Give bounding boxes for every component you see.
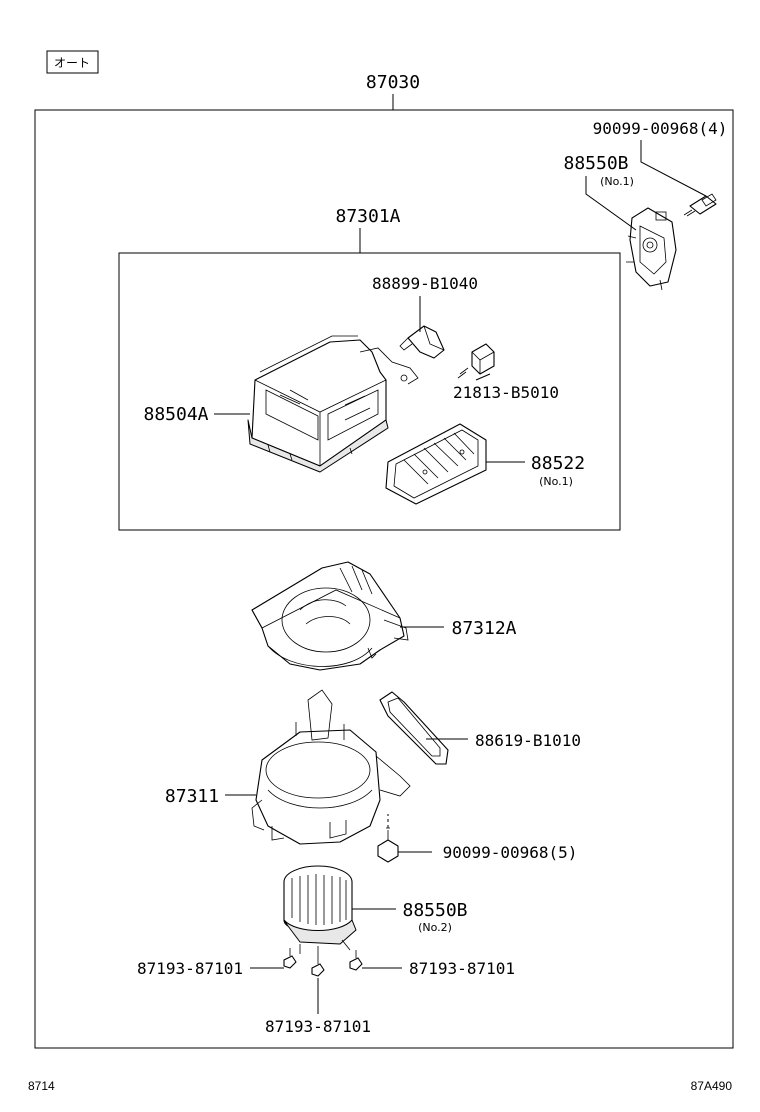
servo-motor-no1 [626, 207, 677, 291]
label-87193-87101-right: 87193-87101 [409, 959, 515, 978]
auto-tag-label: オート [54, 56, 90, 70]
label-90099-00968-4: 90099-00968(4) [593, 119, 728, 138]
label-88550B-no1: 88550B [563, 153, 628, 174]
auto-tag: オート [46, 50, 99, 74]
label-88522: 88522 [531, 453, 585, 474]
label-88899-B1040: 88899-B1040 [372, 274, 478, 293]
footer-right-code: 87A490 [691, 1079, 733, 1093]
label-88550B-no1-sub: (No.1) [600, 175, 634, 188]
label-87030: 87030 [366, 72, 420, 93]
label-87301A: 87301A [335, 206, 400, 227]
screw-87193-bottom [311, 958, 325, 977]
label-88504A: 88504A [143, 404, 208, 425]
blower-case-87311 [251, 689, 411, 845]
label-87311: 87311 [165, 786, 219, 807]
blower-motor-no2 [283, 865, 357, 958]
label-87193-87101-left: 87193-87101 [137, 959, 243, 978]
label-88522-sub: (No.1) [539, 475, 573, 488]
screw-90099-00968-middle [377, 827, 399, 863]
connector-88899-B1040 [399, 325, 445, 359]
label-88619-B1010: 88619-B1010 [475, 731, 581, 750]
label-88550B-no2: 88550B [402, 900, 467, 921]
seal-88619-B1010 [379, 691, 449, 765]
blower-case-87312A [251, 561, 409, 671]
resistor-21813-B5010 [457, 343, 495, 379]
footer-left-code: 8714 [28, 1079, 55, 1093]
subassembly-frame-87301A [118, 252, 621, 531]
label-88550B-no2-sub: (No.2) [418, 921, 452, 934]
screw-87193-right [349, 950, 363, 971]
label-87312A: 87312A [451, 618, 516, 639]
label-21813-B5010: 21813-B5010 [453, 383, 559, 402]
assembly-frame-87030 [34, 109, 734, 1049]
label-90099-00968-5: 90099-00968(5) [443, 843, 578, 862]
label-87193-87101-bottom: 87193-87101 [265, 1017, 371, 1036]
filter-88522 [385, 423, 487, 505]
screw-90099-00968-top [683, 193, 717, 217]
blower-housing-88504A [247, 335, 419, 473]
screw-87193-left [283, 948, 297, 969]
